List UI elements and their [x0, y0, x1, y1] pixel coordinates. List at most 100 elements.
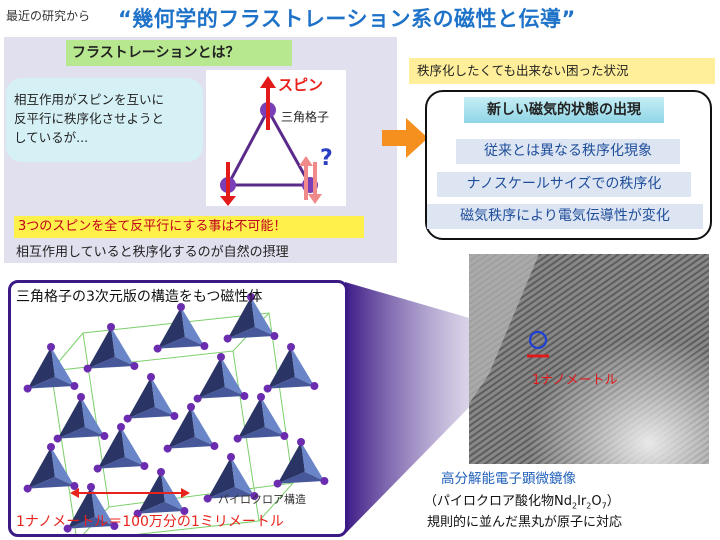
tetrahedron-face: [267, 347, 295, 389]
natural-law-statement: 相互作用していると秩序化するのが自然の摂理: [16, 245, 289, 260]
spin-uncertain-down-head: [308, 194, 322, 204]
tetrahedron-face: [27, 447, 55, 489]
tetrahedron-face: [27, 376, 75, 389]
atom-sphere: [170, 412, 179, 420]
scale-bar: [70, 488, 190, 498]
tetrahedron-face: [111, 327, 135, 366]
atom-sphere: [163, 444, 172, 453]
atom-sphere: [83, 364, 92, 373]
tetrahedron-face: [97, 456, 145, 469]
tetrahedron-face: [197, 386, 245, 399]
stuck-situation-label: 秩序化したくても出来ない困った状況: [409, 58, 715, 84]
tetrahedron-face: [291, 347, 315, 386]
interaction-bubble: 相互作用がスピンを互いに 反平行に秩序化させようと しているが...: [6, 78, 203, 162]
bubble-line-2: 反平行に秩序化させようと: [14, 111, 165, 126]
pyrochlore-lattice-illustration: [23, 293, 329, 540]
tetrahedron-face: [67, 516, 115, 529]
spin-label: スピン: [278, 76, 324, 94]
impossible-statement: 3つのスピンを全て反平行にする事は不可能！: [14, 216, 364, 238]
tem-compound: （パイロクロア酸化物Nd2Ir2O7）: [424, 490, 620, 511]
atom-sphere: [77, 393, 85, 401]
tetrahedron-face: [181, 307, 205, 346]
tetrahedron-face: [57, 397, 85, 439]
triangle-lattice-label: 三角格子: [281, 110, 330, 124]
tetrahedron-face: [197, 357, 225, 399]
phenomenon-item-1: 従来とは異なる秩序化現象: [456, 139, 680, 164]
tetrahedra-group: [23, 293, 329, 533]
new-state-heading: 新しい磁気的状態の出現: [464, 97, 664, 123]
tetrahedron-face: [221, 357, 245, 396]
atom-sphere: [250, 492, 259, 500]
atom-sphere: [223, 334, 232, 343]
atom-sphere: [263, 384, 272, 393]
atom-highlight-circle: [528, 330, 548, 350]
phenomenon-item-3: 磁気秩序により電気伝導性が変化: [427, 204, 703, 229]
tetrahedron-face: [81, 397, 105, 436]
pyrochlore-label: パイロクロア構造: [218, 493, 306, 506]
tetrahedron-face: [237, 397, 265, 439]
atom-sphere: [157, 468, 165, 476]
atom-sphere: [270, 332, 279, 340]
compound-prefix: （パイロクロア酸化物Nd: [424, 494, 572, 509]
atom-sphere: [280, 432, 289, 440]
atom-sphere: [133, 509, 142, 518]
compound-sub-3: 7: [601, 501, 607, 511]
atom-sphere: [140, 462, 149, 470]
tetrahedron-face: [167, 407, 195, 449]
tetrahedron-face: [87, 356, 135, 369]
tetrahedron-face: [167, 436, 215, 449]
bubble-line-3: しているが...: [14, 130, 89, 145]
atom-sphere: [180, 507, 189, 515]
orange-right-arrow: [382, 118, 428, 158]
atom-sphere: [87, 483, 95, 491]
atom-sphere: [257, 393, 265, 401]
tetrahedron-face: [157, 336, 205, 349]
atom-sphere: [203, 494, 212, 503]
atom-sphere: [47, 343, 55, 351]
tetrahedron-face: [137, 501, 185, 514]
atom-sphere: [240, 392, 249, 400]
tem-nanometer-label: 1ナノメートル: [532, 373, 618, 388]
tetrahedron-face: [51, 347, 75, 386]
atom-sphere: [273, 479, 282, 488]
atom-sphere: [53, 434, 62, 443]
pyrochlore-structure-box: [8, 280, 348, 540]
tetrahedron-face: [127, 377, 155, 419]
tetrahedron-face: [27, 476, 75, 489]
spin-up-arrowhead: [260, 76, 276, 88]
triangle-spin-diagram: [206, 70, 346, 206]
atom-sphere: [233, 434, 242, 443]
tetrahedron-face: [27, 347, 55, 389]
atom-sphere: [147, 373, 155, 381]
atom-sphere: [217, 353, 225, 361]
spin-down-arrowhead: [220, 196, 236, 206]
atom-sphere: [193, 394, 202, 403]
phenomenon-item-2: ナノスケールサイズでの秩序化: [437, 172, 691, 197]
tetrahedron-face: [301, 442, 325, 481]
tetrahedron-face: [51, 447, 75, 486]
atom-sphere: [153, 344, 162, 353]
atom-sphere: [70, 382, 79, 390]
compound-ir: Ir: [577, 494, 587, 509]
atom-sphere: [287, 343, 295, 351]
tetrahedron-face: [277, 471, 325, 484]
atom-sphere: [93, 464, 102, 473]
atom-sphere: [23, 384, 32, 393]
tetrahedron-face: [161, 472, 185, 511]
section-label: 最近の研究から: [6, 9, 91, 23]
tetrahedron-face: [277, 442, 305, 484]
tetrahedron-face: [57, 426, 105, 439]
atom-sphere: [297, 438, 305, 446]
atom-sphere: [23, 484, 32, 493]
tem-title: 高分解能電子顕微鏡像: [441, 471, 576, 487]
arrow-shape: [382, 118, 428, 158]
tem-micrograph: [469, 254, 709, 464]
atom-sphere: [47, 443, 55, 451]
triangle-lattice-svg: [220, 76, 322, 206]
tetrahedron-face: [121, 427, 145, 466]
atom-sphere: [227, 453, 235, 461]
bubble-line-1: 相互作用がスピンを互いに: [14, 92, 165, 107]
tetrahedron-face: [97, 427, 125, 469]
atom-sphere: [177, 303, 185, 311]
tetrahedron-face: [127, 406, 175, 419]
